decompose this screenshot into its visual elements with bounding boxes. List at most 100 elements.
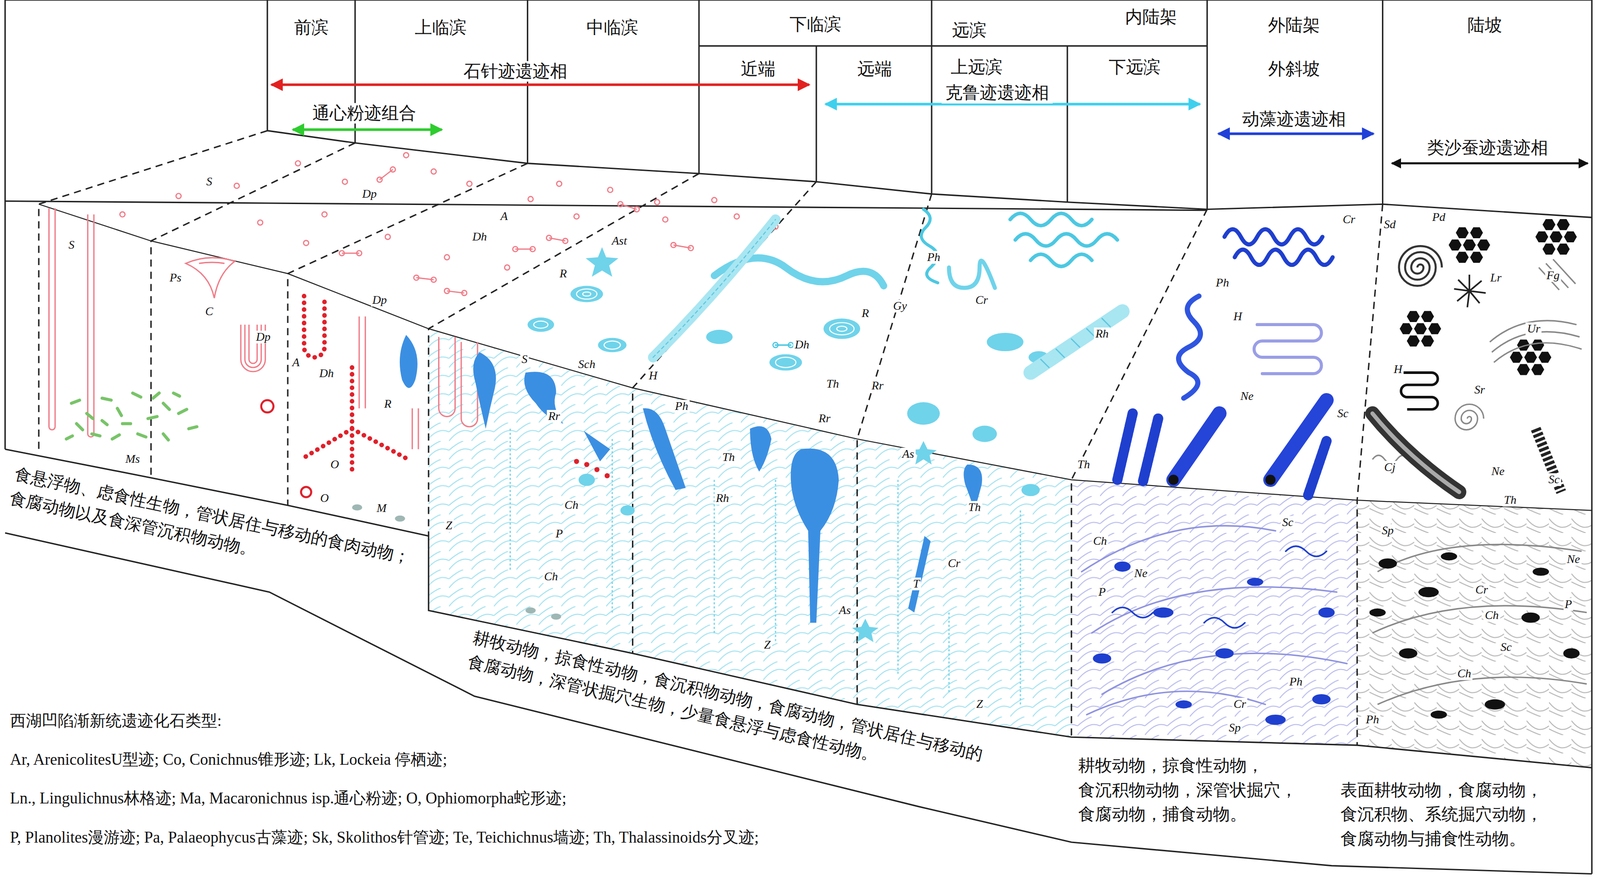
- trace-fossil-code: Ch: [563, 498, 580, 512]
- trace-fossil-code: P: [1096, 585, 1107, 599]
- trace-fossil-code: Cr: [1341, 213, 1357, 226]
- trace-fossil-code: H: [1232, 310, 1244, 323]
- trace-fossil-code: Ast: [610, 234, 629, 248]
- zone-name: 上临滨: [414, 17, 467, 39]
- trace-fossil-code: Dp: [371, 293, 389, 307]
- trace-fossil-code: Sp: [1227, 721, 1243, 734]
- trace-fossil-code: Rr: [870, 379, 885, 393]
- organism-note: 耕牧动物，掠食性动物， 食沉积物动物，深管状掘穴， 食腐动物，捕食动物。: [1076, 753, 1310, 827]
- trace-fossil-code: Rh: [714, 491, 731, 505]
- key-line: Ln., Lingulichnus林格迹; Ma, Macaronichnus …: [8, 788, 569, 808]
- trace-fossil-code: T: [911, 577, 921, 591]
- trace-fossil-code: Ph: [925, 250, 942, 264]
- trace-fossil-code: Th: [1075, 458, 1091, 471]
- trace-fossil-code: Cr: [1232, 697, 1248, 711]
- trace-fossil-code: R: [558, 267, 569, 281]
- zone-name: 远滨: [952, 20, 987, 41]
- trace-fossil-code: Pd: [1430, 210, 1447, 224]
- ichnofacies-name: 通心粉迹组合: [308, 102, 420, 124]
- zone-cell: 外陆架外斜坡: [1207, 0, 1383, 204]
- trace-fossil-code: Cr: [1473, 583, 1489, 597]
- trace-fossil-code: Z: [974, 697, 984, 711]
- zone-name: 外斜坡: [1268, 59, 1320, 81]
- zone-cell: 下临滨: [698, 0, 932, 46]
- trace-fossil-code: Dh: [317, 366, 336, 380]
- organism-note: 耕牧动物，掠食性动物，食沉积物动物，食腐动物，管状居住与移动的 食腐动物，深管状…: [463, 624, 1000, 794]
- trace-fossil-code: P: [554, 527, 565, 541]
- trace-fossil-code: O: [318, 491, 331, 505]
- zone-name: 内陆架: [1125, 6, 1178, 28]
- trace-fossil-code: Lr: [1488, 271, 1504, 285]
- trace-fossil-code: R: [382, 397, 393, 411]
- key-line: P, Planolites漫游迹; Pa, Palaeophycus古藻迹; S…: [8, 827, 761, 847]
- trace-fossil-code: Ps: [168, 271, 183, 285]
- trace-fossil-code: Th: [720, 450, 736, 464]
- trace-fossil-code: Ne: [1565, 552, 1582, 566]
- trace-fossil-code: Ne: [1132, 566, 1149, 580]
- trace-fossil-code: Sc: [1280, 515, 1295, 529]
- trace-fossil-code: S: [66, 238, 76, 252]
- trace-fossil-code: Ms: [123, 452, 142, 466]
- trace-fossil-code: Dh: [470, 230, 489, 244]
- trace-fossil-code: S: [204, 175, 214, 189]
- trace-fossil-code: Rh: [1094, 327, 1111, 341]
- trace-fossil-code: Cr: [946, 556, 962, 570]
- zone-cell: 上远滨: [931, 45, 1068, 194]
- key-line: Ar, ArenicolitesU型迹; Co, Conichnus锥形迹; L…: [8, 749, 449, 770]
- zone-name: 中临滨: [586, 17, 639, 39]
- zone-cell: 远端: [816, 45, 932, 182]
- trace-fossil-code: Cj: [1382, 460, 1397, 474]
- trace-fossil-code: A: [499, 209, 510, 223]
- zone-name: 下远滨: [1108, 56, 1161, 78]
- zone-cell: 近端: [698, 45, 817, 174]
- trace-fossil-code: Ch: [1091, 534, 1109, 548]
- trace-fossil-code: Ch: [542, 570, 560, 583]
- zone-name: 外陆架: [1268, 15, 1320, 36]
- ichnofacies-name: 类沙蚕迹遗迹相: [1423, 137, 1552, 159]
- trace-fossil-code: H: [647, 369, 659, 383]
- zone-name: 近端: [740, 59, 776, 81]
- trace-fossil-code: O: [329, 458, 341, 471]
- trace-fossil-code: Sc: [1499, 640, 1514, 654]
- trace-fossil-code: Sp: [1380, 524, 1396, 537]
- trace-fossil-code: Ph: [673, 399, 690, 413]
- zone-name: 上远滨: [950, 56, 1003, 78]
- zone-cell: 陆坡: [1382, 0, 1592, 204]
- trace-fossil-code: Z: [762, 638, 772, 652]
- zone-name: 陆坡: [1467, 15, 1503, 36]
- trace-fossil-code: Th: [1502, 493, 1518, 507]
- trace-fossil-code: Sch: [576, 357, 597, 371]
- trace-fossil-code: M: [375, 501, 388, 515]
- zone-cell: 远滨 内陆架: [931, 0, 1208, 46]
- trace-fossil-code: Sc: [1335, 407, 1351, 420]
- trace-fossil-code: Ur: [1525, 322, 1542, 336]
- trace-fossil-code: Sr: [1472, 383, 1487, 397]
- trace-fossil-code: Ch: [1483, 608, 1500, 622]
- trace-fossil-code: Gy: [891, 299, 908, 313]
- trace-fossil-code: S: [519, 352, 529, 366]
- trace-fossil-code: Z: [444, 519, 454, 532]
- trace-fossil-code: Fg: [1544, 269, 1561, 282]
- organism-note: 表面耕牧动物，食腐动物， 食沉积物、系统掘穴动物， 食腐动物与捕食性动物。: [1338, 777, 1555, 851]
- zone-name: 下临滨: [789, 14, 842, 36]
- trace-fossil-code: Ne: [1238, 389, 1255, 403]
- key-line: 西湖凹陷渐新统遗迹化石类型:: [8, 711, 224, 731]
- zone-cell: 下远滨: [1067, 45, 1208, 199]
- trace-fossil-code: Rr: [817, 412, 832, 425]
- trace-fossil-code: Ne: [1489, 464, 1506, 478]
- trace-fossil-code: Sd: [1382, 218, 1397, 231]
- trace-fossil-code: Ph: [1288, 675, 1305, 688]
- trace-fossil-code: As: [901, 447, 916, 461]
- trace-fossil-code: Th: [966, 500, 982, 514]
- trace-fossil-code: Ch: [1456, 667, 1473, 680]
- trace-fossil-code: Dp: [254, 330, 272, 344]
- trace-fossil-code: Dh: [793, 338, 811, 352]
- trace-fossil-code: Dp: [360, 187, 378, 201]
- ichnofacies-name: 石针迹遗迹相: [459, 61, 571, 82]
- ichnofacies-name: 克鲁迹遗迹相: [941, 82, 1053, 104]
- trace-fossil-code: P: [1563, 597, 1574, 611]
- trace-fossil-code: A: [290, 356, 301, 369]
- trace-fossil-code: Cr: [973, 293, 989, 307]
- trace-fossil-code: H: [1392, 362, 1404, 376]
